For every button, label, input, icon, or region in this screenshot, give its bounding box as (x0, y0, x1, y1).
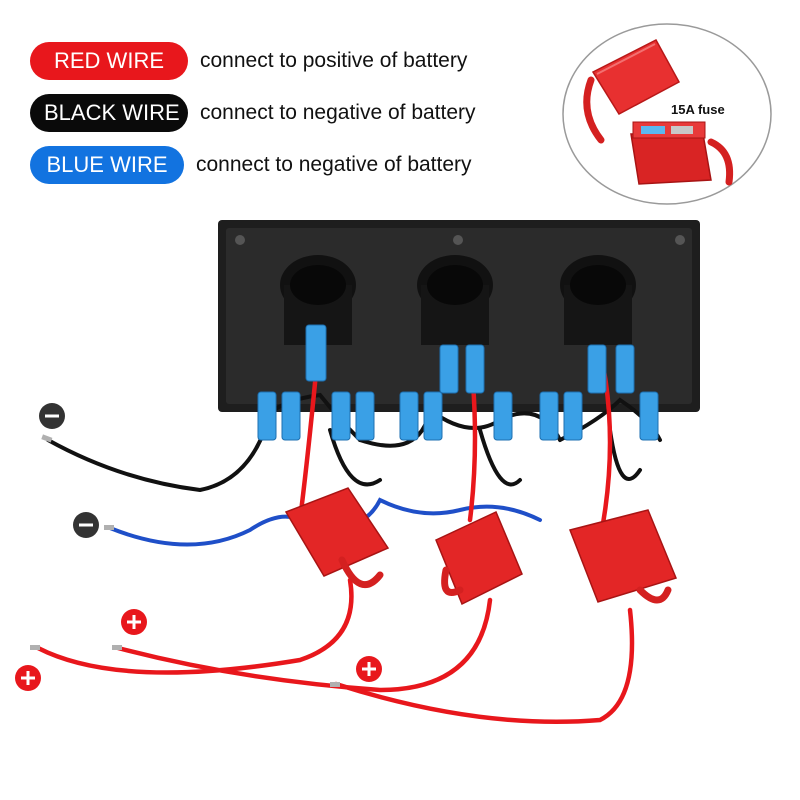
screw-icon (675, 235, 685, 245)
fuse-holder-3 (568, 509, 678, 604)
legend-row-red: RED WIRE connect to positive of battery (30, 42, 467, 80)
black-wire-description: connect to negative of battery (200, 101, 476, 124)
positive-terminal-icon (121, 609, 147, 635)
socket-middle (417, 255, 493, 345)
black-wire-pill: BLACK WIRE (30, 94, 188, 132)
inset-blue-fuse-icon (641, 126, 665, 134)
screw-icon (235, 235, 245, 245)
blue-wire-description: connect to negative of battery (196, 153, 472, 176)
black-wires (46, 392, 662, 493)
socket-right (560, 255, 636, 345)
inset-fuse-label: 15A fuse (671, 102, 725, 117)
positive-terminal-icon (15, 665, 41, 691)
socket-left (280, 255, 356, 345)
switch-panel (218, 220, 700, 412)
red-wire-pill: RED WIRE (30, 42, 188, 80)
legend-row-blue: BLUE WIRE connect to negative of battery (30, 146, 472, 184)
inset-fuse-holder-icon (583, 39, 734, 186)
spade-connectors (257, 324, 659, 441)
screw-icon (453, 235, 463, 245)
wire-tips (30, 434, 340, 687)
fuse-inset: 15A fuse (562, 23, 772, 205)
fuse-holder-1 (284, 487, 390, 588)
blue-wire-pill: BLUE WIRE (30, 146, 184, 184)
fuse-holder-2 (435, 510, 523, 606)
red-wire-description: connect to positive of battery (200, 49, 468, 72)
positive-terminal-icon (356, 656, 382, 682)
negative-terminal-icon (39, 403, 65, 429)
red-wires (35, 327, 635, 725)
negative-terminal-icon (73, 512, 99, 538)
legend-row-black: BLACK WIRE connect to negative of batter… (30, 94, 476, 132)
blue-wire (108, 497, 542, 547)
